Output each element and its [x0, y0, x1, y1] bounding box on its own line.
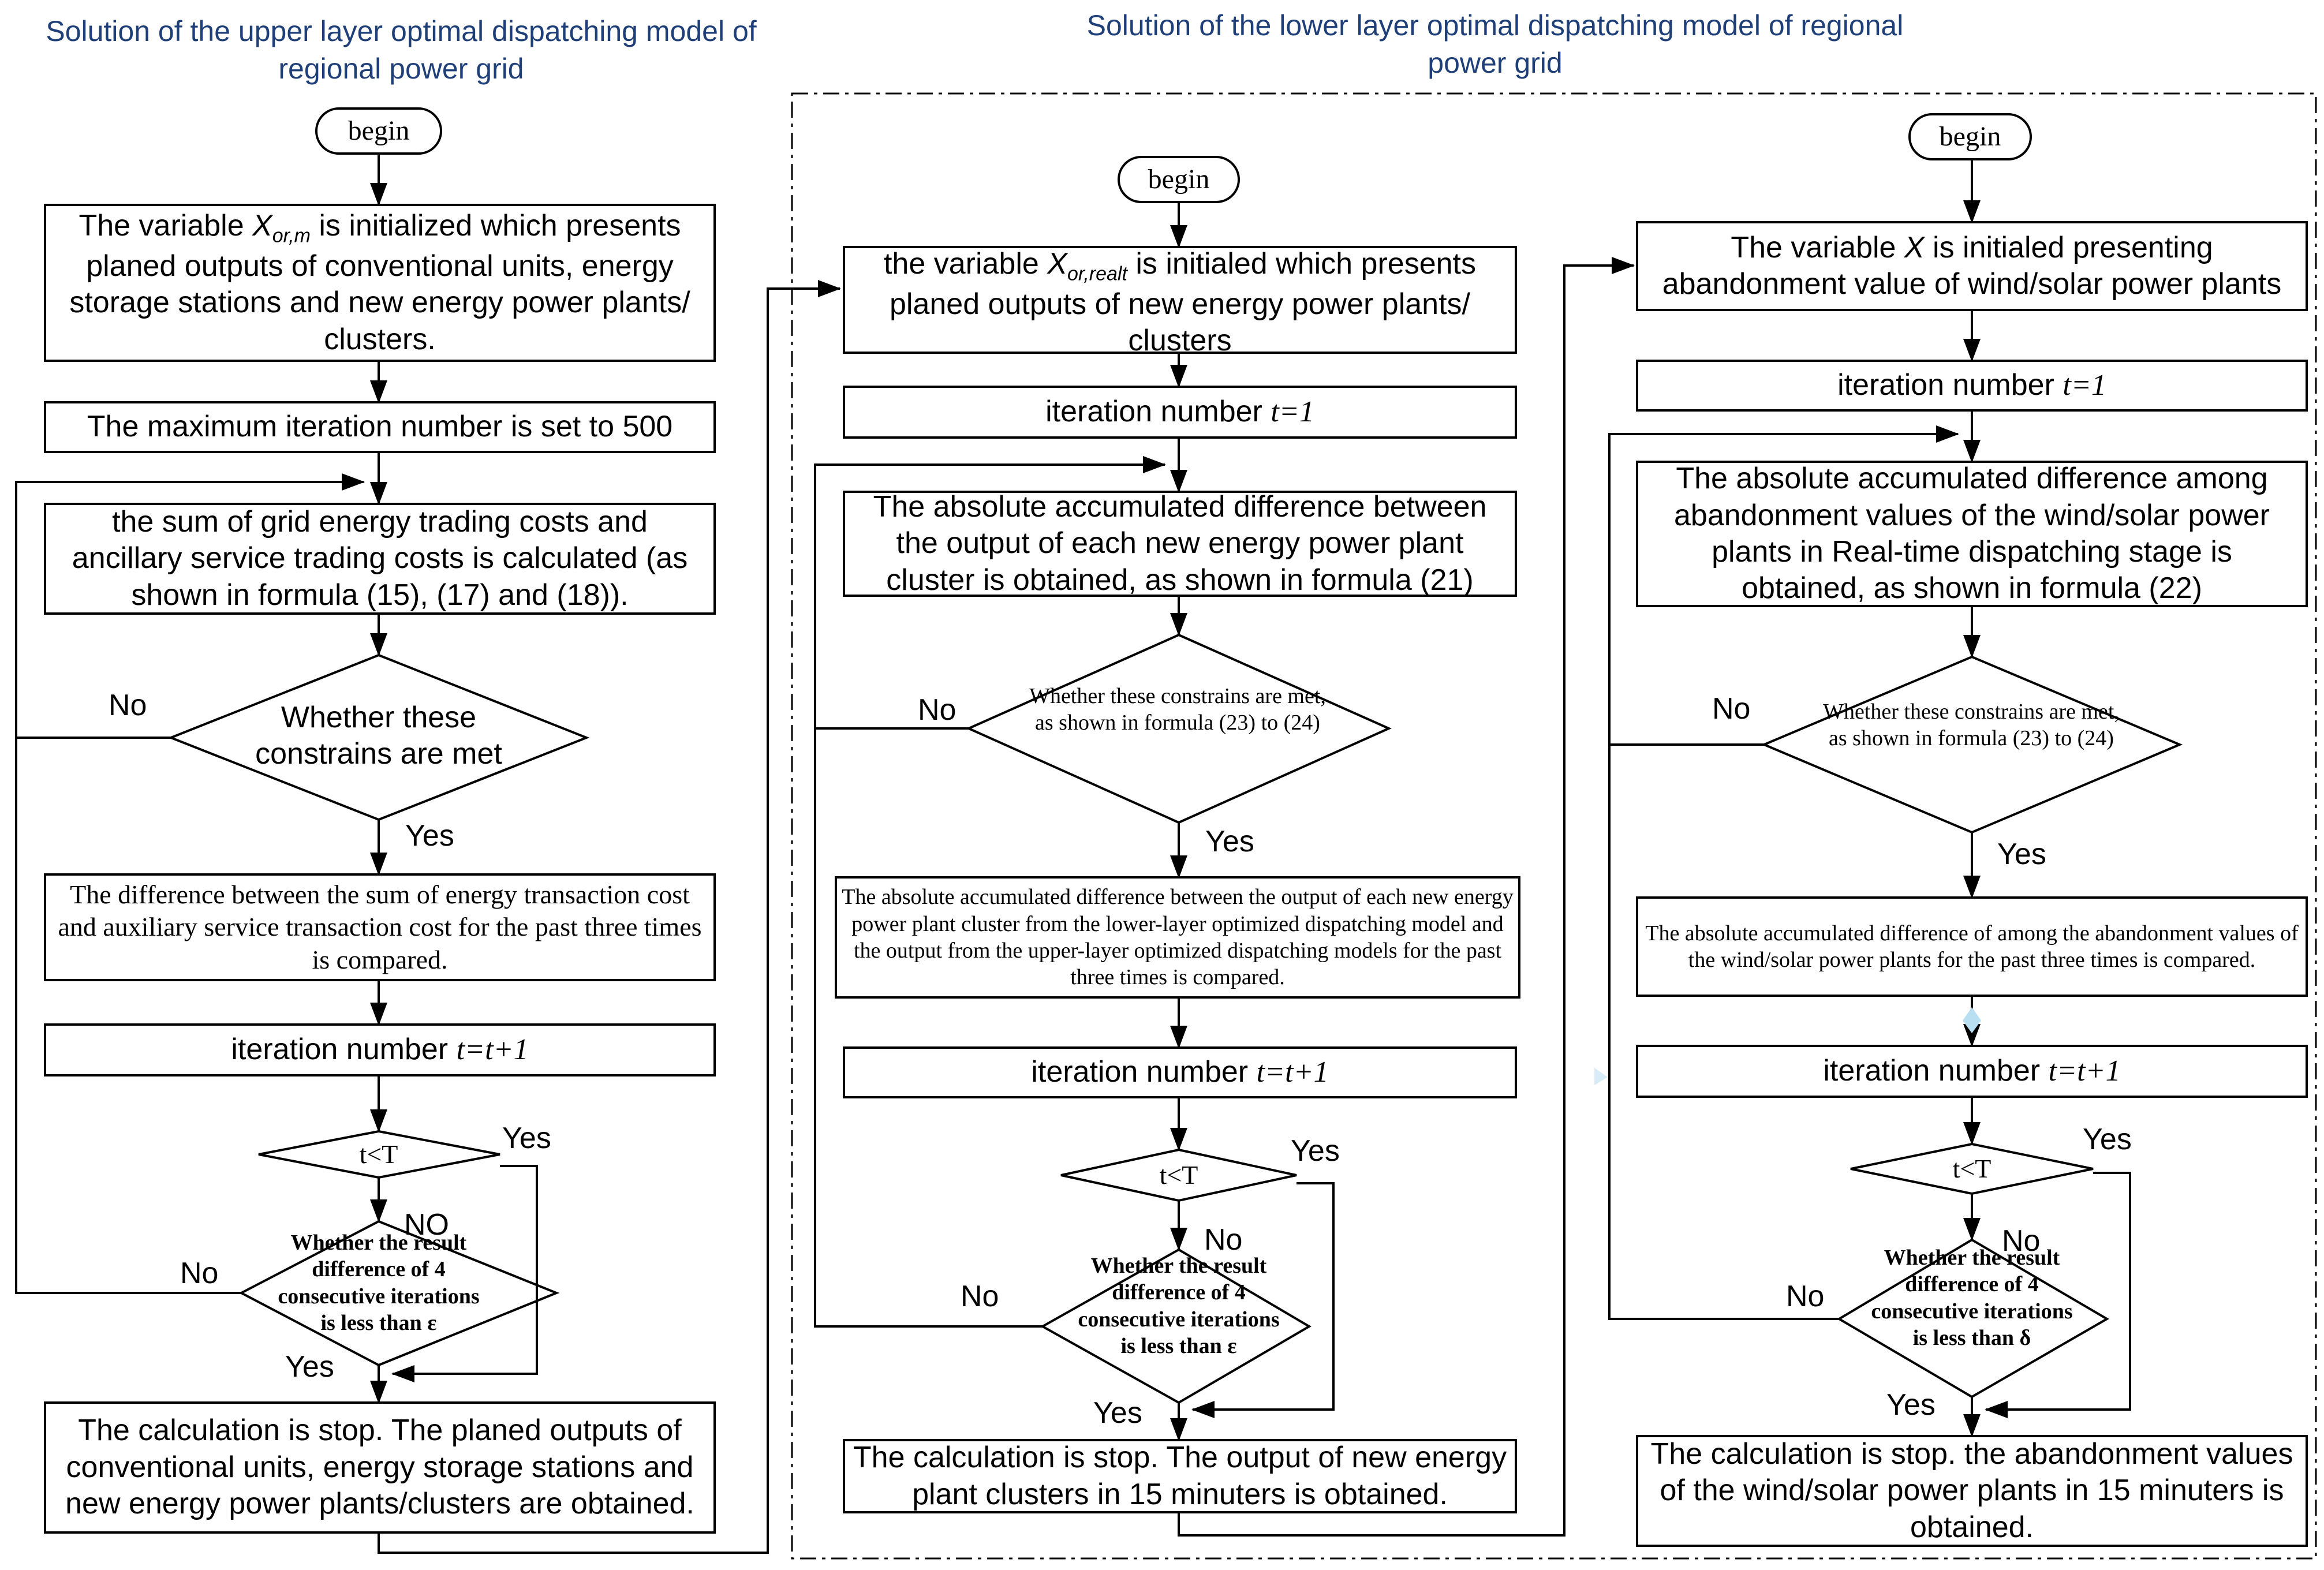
decor-diamond-1: [1963, 1007, 1981, 1033]
left-decision-text: Whether these constrains are met: [255, 701, 502, 771]
left-iter-text: iteration number t=t+1: [231, 1033, 529, 1067]
mid-tcheck-text: t<T: [1159, 1160, 1198, 1190]
mid-no-label-3: No: [961, 1280, 999, 1313]
left-compare-text: The difference between the sum of energy…: [58, 880, 702, 974]
right-no-label-3: No: [1786, 1280, 1825, 1313]
mid-yes-label-3: Yes: [1093, 1396, 1142, 1430]
left-yes-label-1: Yes: [405, 819, 454, 853]
left-begin-label: begin: [348, 115, 410, 146]
right-yes-label-1: Yes: [1997, 838, 2046, 871]
left-stop-text: The calculation is stop. The planed outp…: [65, 1414, 694, 1521]
right-yes-label-3: Yes: [1886, 1388, 1936, 1422]
right-absdiff-text: The absolute accumulated difference amon…: [1674, 462, 2270, 605]
left-yes-label-2: Yes: [502, 1122, 551, 1155]
mid-result-text: Whether the result difference of 4 conse…: [1078, 1254, 1280, 1359]
right-tcheck-text: t<T: [1952, 1153, 1992, 1183]
right-iter2-text: iteration number t=t+1: [1823, 1054, 2121, 1088]
mid-stop-text: The calculation is stop. The output of n…: [853, 1441, 1507, 1511]
lower-layer-title: Solution of the lower layer optimal disp…: [1086, 9, 1904, 79]
right-iter1-text: iteration number t=1: [1837, 368, 2106, 402]
right-begin-label: begin: [1939, 121, 2001, 152]
mid-begin-label: begin: [1148, 163, 1210, 195]
right-no-label-1: No: [1712, 692, 1751, 726]
mid-no-label-2: No: [1204, 1223, 1243, 1257]
left-tcheck-text: t<T: [359, 1139, 398, 1169]
left-no-label-1: No: [109, 689, 147, 722]
left-result-text: Whether the result difference of 4 conse…: [278, 1231, 480, 1336]
lower-layer-frame: [791, 92, 2317, 1560]
right-begin-shape: [1908, 113, 2032, 160]
left-yes-label-3: Yes: [285, 1350, 334, 1384]
right-decision-text: Whether these constrains are met, as sho…: [1823, 700, 2120, 751]
mid-yes-label-1: Yes: [1205, 825, 1254, 858]
left-no-label-3: No: [180, 1257, 219, 1290]
left-sum-text: the sum of grid energy trading costs and…: [72, 504, 688, 612]
mid-absdiff-text: The absolute accumulated difference betw…: [873, 489, 1487, 597]
left-init-text: The variable Xor,m is initialized which …: [69, 209, 690, 356]
left-maxiter-text: The maximum iteration number is set to 5…: [87, 410, 673, 444]
mid-yes-label-2: Yes: [1291, 1134, 1340, 1168]
decor-arrow-1: [1594, 1068, 1608, 1085]
mid-iter1-text: iteration number t=1: [1045, 395, 1314, 429]
right-init-text: The variable X is initialed presenting a…: [1662, 230, 2282, 301]
mid-iter2-text: iteration number t=t+1: [1031, 1055, 1329, 1089]
upper-layer-title: Solution of the upper layer optimal disp…: [46, 15, 757, 85]
right-result-text: Whether the result difference of 4 conse…: [1871, 1246, 2073, 1351]
right-yes-label-2: Yes: [2083, 1123, 2132, 1156]
right-no-label-2: No: [2002, 1224, 2041, 1258]
left-no-label-2: NO: [404, 1208, 449, 1242]
mid-init-text: the variable Xor,realt is initialed whic…: [883, 247, 1476, 358]
mid-decision-text: Whether these constrains are met, as sho…: [1029, 684, 1326, 735]
mid-compare-text: The absolute accumulated difference betw…: [842, 885, 1514, 990]
mid-no-label-1: No: [918, 693, 956, 727]
right-compare-text: The absolute accumulated difference of a…: [1645, 921, 2299, 972]
right-stop-text: The calculation is stop. the abandonment…: [1650, 1437, 2293, 1544]
